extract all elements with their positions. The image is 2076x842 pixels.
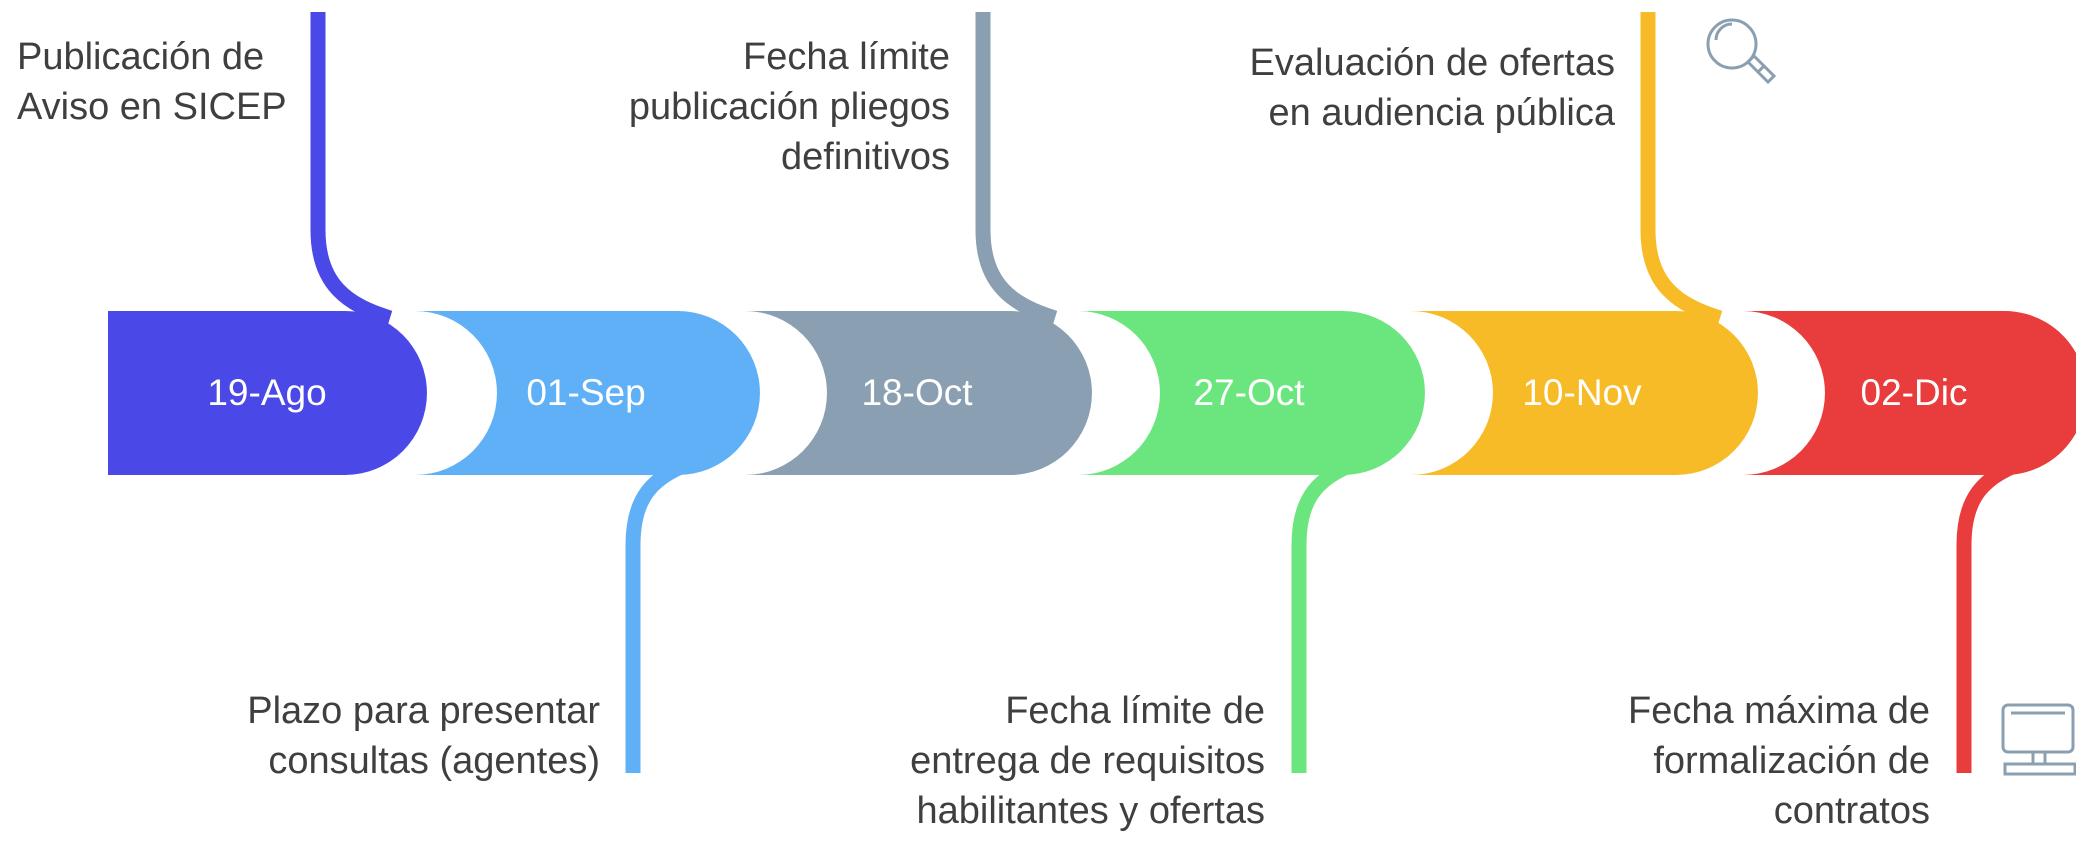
- date-1: 19-Ago: [207, 372, 327, 413]
- connector-1: [310, 12, 393, 326]
- connector-2: [625, 452, 703, 773]
- connector-5: [1640, 12, 1723, 326]
- date-5: 10-Nov: [1522, 372, 1642, 413]
- segment-3: [745, 311, 1092, 475]
- date-3: 18-Oct: [861, 372, 973, 413]
- segment-6: [1743, 310, 2076, 476]
- description-5: Evaluación de ofertas en audiencia públi…: [1249, 42, 1615, 134]
- date-2: 01-Sep: [526, 372, 646, 413]
- description-4: Fecha límite de entrega de requisitos ha…: [910, 690, 1265, 832]
- description-2: Plazo para presentar consultas (agentes): [247, 690, 600, 782]
- connector-4: [1291, 452, 1369, 773]
- date-6: 02-Dic: [1860, 372, 1968, 413]
- connector-3: [975, 12, 1058, 326]
- segment-5: [1411, 311, 1758, 475]
- description-1: Publicación de Aviso en SICEP: [17, 36, 287, 128]
- description-3: Fecha límite publicación pliegos definit…: [628, 36, 950, 178]
- computer-monitor-icon: [2001, 703, 2076, 776]
- segment-2: [415, 311, 760, 475]
- description-6: Fecha máxima de formalización de contrat…: [1627, 690, 1930, 832]
- segment-1: [108, 311, 427, 475]
- date-4: 27-Oct: [1193, 372, 1305, 413]
- connector-6: [1956, 452, 2034, 773]
- segment-4: [1078, 311, 1425, 475]
- magnifier-icon: [1706, 18, 1777, 85]
